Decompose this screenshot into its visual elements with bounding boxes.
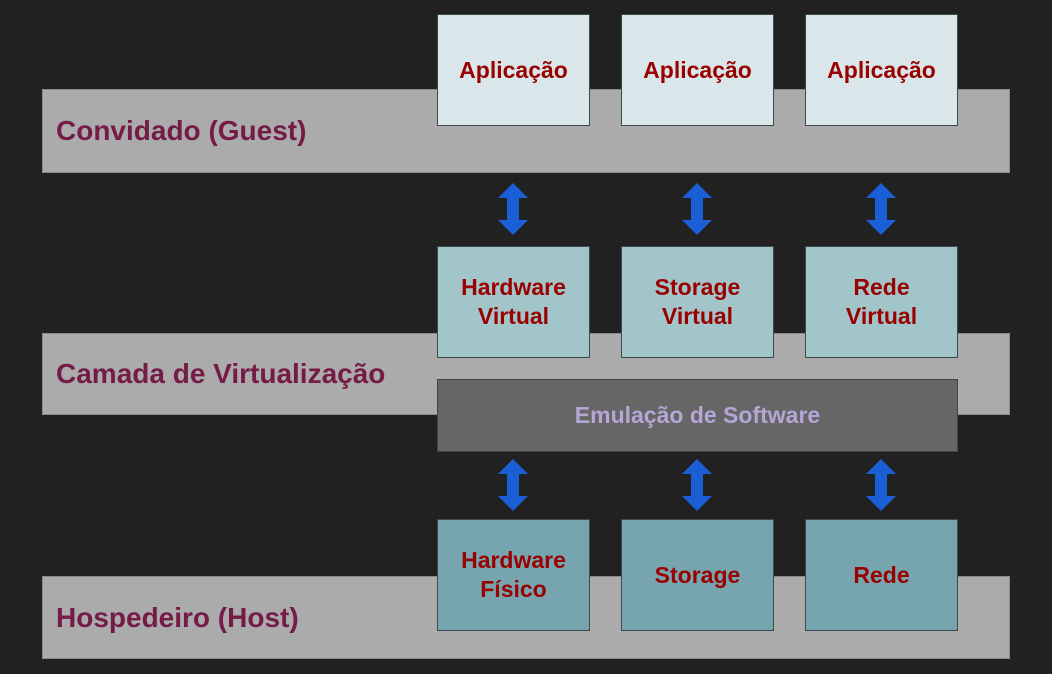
physical-hardware-box: Hardware Físico — [437, 519, 590, 631]
double-arrow-icon — [682, 183, 712, 235]
storage-box: Storage — [621, 519, 774, 631]
double-arrow-icon — [682, 459, 712, 511]
application-box: Aplicação — [437, 14, 590, 126]
application-box: Aplicação — [805, 14, 958, 126]
double-arrow-icon — [866, 459, 896, 511]
virtual-network-box: Rede Virtual — [805, 246, 958, 358]
virtualization-layer-label: Camada de Virtualização — [56, 358, 386, 389]
double-arrow-icon — [498, 459, 528, 511]
guest-layer-label: Convidado (Guest) — [56, 115, 307, 146]
network-box: Rede — [805, 519, 958, 631]
virtual-hardware-box: Hardware Virtual — [437, 246, 590, 358]
double-arrow-icon — [866, 183, 896, 235]
virtual-storage-box: Storage Virtual — [621, 246, 774, 358]
host-layer-label: Hospedeiro (Host) — [56, 601, 299, 633]
software-emulation-box: Emulação de Software — [437, 379, 958, 452]
application-box: Aplicação — [621, 14, 774, 126]
double-arrow-icon — [498, 183, 528, 235]
